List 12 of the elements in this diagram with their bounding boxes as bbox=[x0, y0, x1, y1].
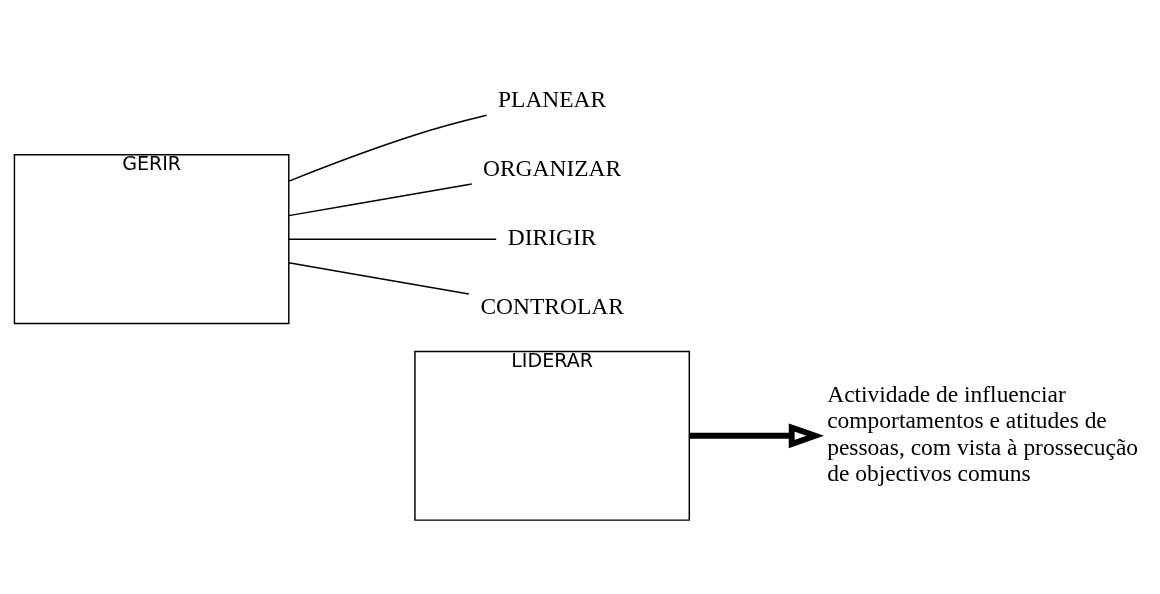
connector bbox=[288, 237, 497, 240]
node-box: GERIR bbox=[13, 153, 290, 324]
node-text: CONTROLAR bbox=[480, 292, 624, 319]
node-text: PLANEAR bbox=[498, 85, 607, 112]
node-text: Actividade de influenciar comportamentos e atitudes de pessoas, com vista à prossecução de objectivos comuns bbox=[827, 380, 1139, 486]
connector bbox=[288, 261, 470, 295]
connector bbox=[288, 182, 473, 216]
arrow bbox=[689, 422, 825, 448]
node-text: DIRIGIR bbox=[507, 223, 597, 250]
node-box: LIDERAR bbox=[414, 350, 691, 521]
node-text: ORGANIZAR bbox=[483, 154, 622, 181]
connector bbox=[288, 114, 488, 182]
